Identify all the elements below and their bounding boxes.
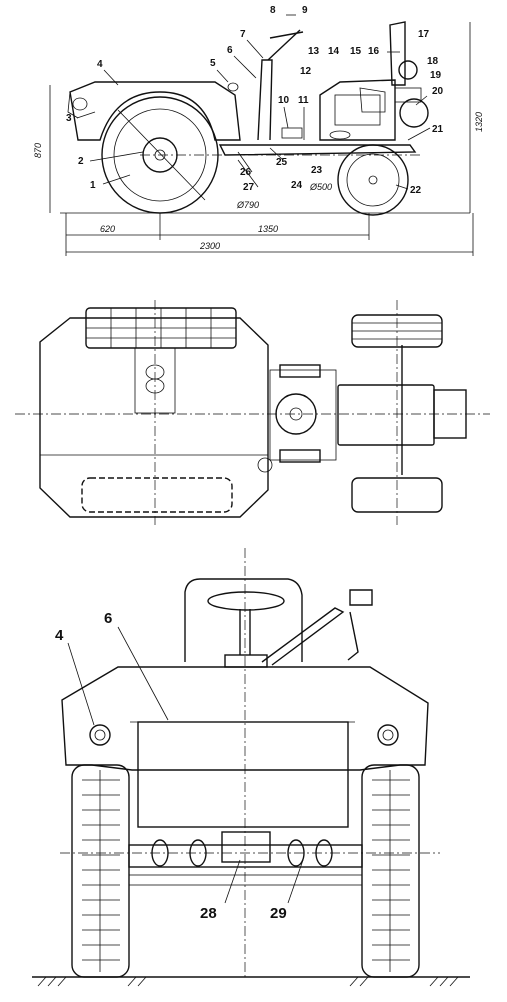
dim-wheelbase: 1350 — [258, 224, 278, 234]
callout-4: 4 — [97, 59, 103, 70]
callout-7: 7 — [240, 29, 246, 40]
side-view: 620 1350 2300 870 1320 Ø790 Ø500 1 2 3 4… — [33, 5, 484, 256]
headlight-left — [89, 724, 111, 746]
headlight — [72, 97, 88, 111]
headlight-right — [377, 724, 399, 746]
dim-rear-wheel-diameter: Ø790 — [236, 200, 259, 210]
bottom-shield — [81, 477, 233, 513]
dim-overall-length: 2300 — [199, 241, 220, 251]
callout-22: 22 — [410, 185, 422, 196]
front-view: 4 6 28 29 — [32, 548, 470, 987]
callout-19: 19 — [430, 70, 442, 81]
front-callout-6: 6 — [104, 610, 112, 627]
callout-1: 1 — [90, 180, 96, 191]
callout-13: 13 — [308, 46, 320, 57]
callout-6: 6 — [227, 45, 233, 56]
callout-18: 18 — [427, 56, 439, 67]
front-steering-wheel — [207, 591, 285, 611]
callout-27: 27 — [243, 182, 255, 193]
callout-9: 9 — [302, 5, 308, 16]
callout-5: 5 — [210, 58, 216, 69]
radiator-grille — [137, 721, 349, 828]
front-callout-28: 28 — [200, 905, 217, 922]
callout-25: 25 — [276, 157, 288, 168]
callout-8: 8 — [270, 5, 276, 16]
dim-front-wheel-diameter: Ø500 — [309, 182, 332, 192]
front-callout-4: 4 — [55, 627, 64, 644]
dim-front-overhang: 620 — [100, 224, 115, 234]
front-tire-left — [71, 764, 130, 978]
dim-overall-height: 1320 — [474, 112, 484, 132]
front-callout-29: 29 — [270, 905, 287, 922]
front-tire-right — [361, 764, 420, 978]
dim-body-height: 870 — [33, 143, 43, 158]
callout-14: 14 — [328, 46, 340, 57]
callout-2: 2 — [78, 156, 84, 167]
callout-11: 11 — [298, 95, 309, 106]
front-axle — [128, 844, 363, 868]
seat-back — [184, 578, 303, 662]
rear-fender — [69, 81, 241, 141]
callout-15: 15 — [350, 46, 362, 57]
callout-20: 20 — [432, 86, 444, 97]
front-wheel — [337, 144, 409, 216]
callout-16: 16 — [368, 46, 380, 57]
callout-3: 3 — [66, 113, 72, 124]
callout-26: 26 — [240, 167, 252, 178]
callout-21: 21 — [432, 124, 444, 135]
top-view — [15, 300, 490, 525]
top-engine — [337, 384, 435, 446]
callout-12: 12 — [300, 66, 312, 77]
callout-17: 17 — [418, 29, 430, 40]
callout-10: 10 — [278, 95, 290, 106]
callout-23: 23 — [311, 165, 323, 176]
body-top — [39, 317, 269, 518]
callout-24: 24 — [291, 180, 303, 191]
